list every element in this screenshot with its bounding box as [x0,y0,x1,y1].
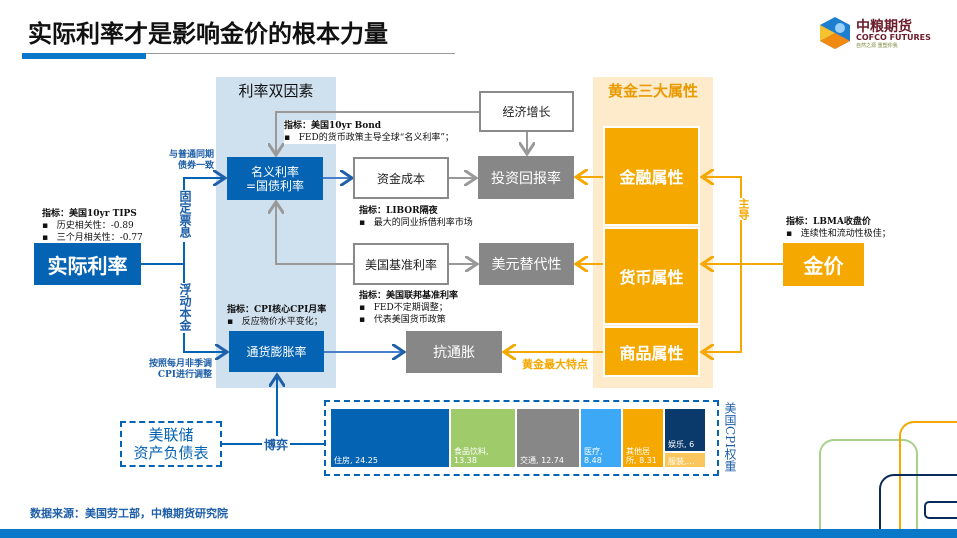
commodity-attr-node: 商品属性 [603,326,700,377]
usd-substitute-node: 美元替代性 [479,243,574,285]
game-label: 博弈 [262,436,290,452]
cpi-weight-frame [324,400,719,476]
treemap-label: 娱乐, 6 [668,440,695,449]
logo-slogan: 自然之源 重塑你我 [856,43,898,49]
treemap-cell-1: 食品饮料, 13.38 [451,409,515,467]
treemap-label: 交通, 12.74 [520,456,564,465]
econ-growth-node: 经济增长 [479,91,574,132]
libor-note: 指标：LIBOR隔夜▪ 最大的同业拆借利率市场 [359,206,473,228]
title-rule [22,53,455,54]
treemap-cell-4: 其他居所, 8.31 [623,409,663,467]
fixed-coupon-label: 固定票息 [177,190,194,242]
treemap-cell-5: 娱乐, 6 [665,409,705,451]
lead-label: 主导 [735,198,751,220]
us-base-rate-node: 美国基准利率 [353,243,449,285]
source-note: 数据来源：美国劳工部，中粮期货研究院 [30,507,228,520]
footer-bar [0,529,957,538]
anti-inflation-node: 抗通胀 [406,331,502,373]
currency-attr-node: 货币属性 [603,227,700,325]
treemap-label: 其他居所, 8.31 [626,447,657,465]
floating-principal-label: 浮动本金 [177,283,194,333]
same-bond-label: 与普通同期债券一致 [168,150,214,171]
treemap-label: 食品饮料, 13.38 [454,447,489,465]
rate-panel-header: 利率双因素 [238,81,314,100]
tips-note: 指标：美国10yr TIPS▪ 历史相关性：-0.89▪ 三个月相关性：-0.7… [42,209,143,243]
fed-balance-sheet-node: 美联储资产负债表 [120,421,222,467]
gold-price-node: 金价 [783,243,864,286]
fed-note: 指标：美国联邦基准利率▪ FED不定期调整；▪ 代表美国货币政策 [359,291,459,325]
lbma-note: 指标：LBMA收盘价▪ 连续性和流动性极佳； [786,217,891,239]
gold-feature-label: 黄金最大特点 [522,358,588,371]
invest-return-node: 投资回报率 [478,156,574,199]
cpi-note: 指标：CPI核心CPI月率▪ 反应物价水平变化； [227,305,327,327]
treemap-cell-6: 服装,… [665,453,705,467]
inflation-node: 通货膨胀率 [229,331,324,372]
real-rate-node: 实际利率 [34,243,141,285]
cofco-logo: 中粮期货 COFCO FUTURES 自然之源 重塑你我 [818,16,933,50]
treemap-cell-0: 住房, 24.25 [331,409,449,467]
title-accent-bar [22,53,146,59]
bond-note: 指标：美国10yr Bond▪ FED的货币政策主导全球“名义利率”； [284,120,454,144]
treemap-cell-3: 医疗, 8.48 [581,409,621,467]
treemap-label: 服装,… [668,457,695,466]
treemap-label: 医疗, 8.48 [584,447,603,465]
financial-attr-node: 金融属性 [603,126,700,226]
treemap-label: 住房, 24.25 [334,456,378,465]
logo-en: COFCO FUTURES [856,33,931,42]
nominal-rate-node: 名义利率=国债利率 [227,157,323,200]
fund-cost-node: 资金成本 [353,157,449,199]
cube-logo-icon [820,17,850,49]
logo-cn: 中粮期货 [856,19,912,35]
gold-panel-header: 黄金三大属性 [607,81,698,100]
treemap-cell-2: 交通, 12.74 [517,409,579,467]
page-title: 实际利率才是影响金价的根本力量 [28,19,388,48]
cpi-weight-title: 美国CPI权重 [723,402,737,472]
